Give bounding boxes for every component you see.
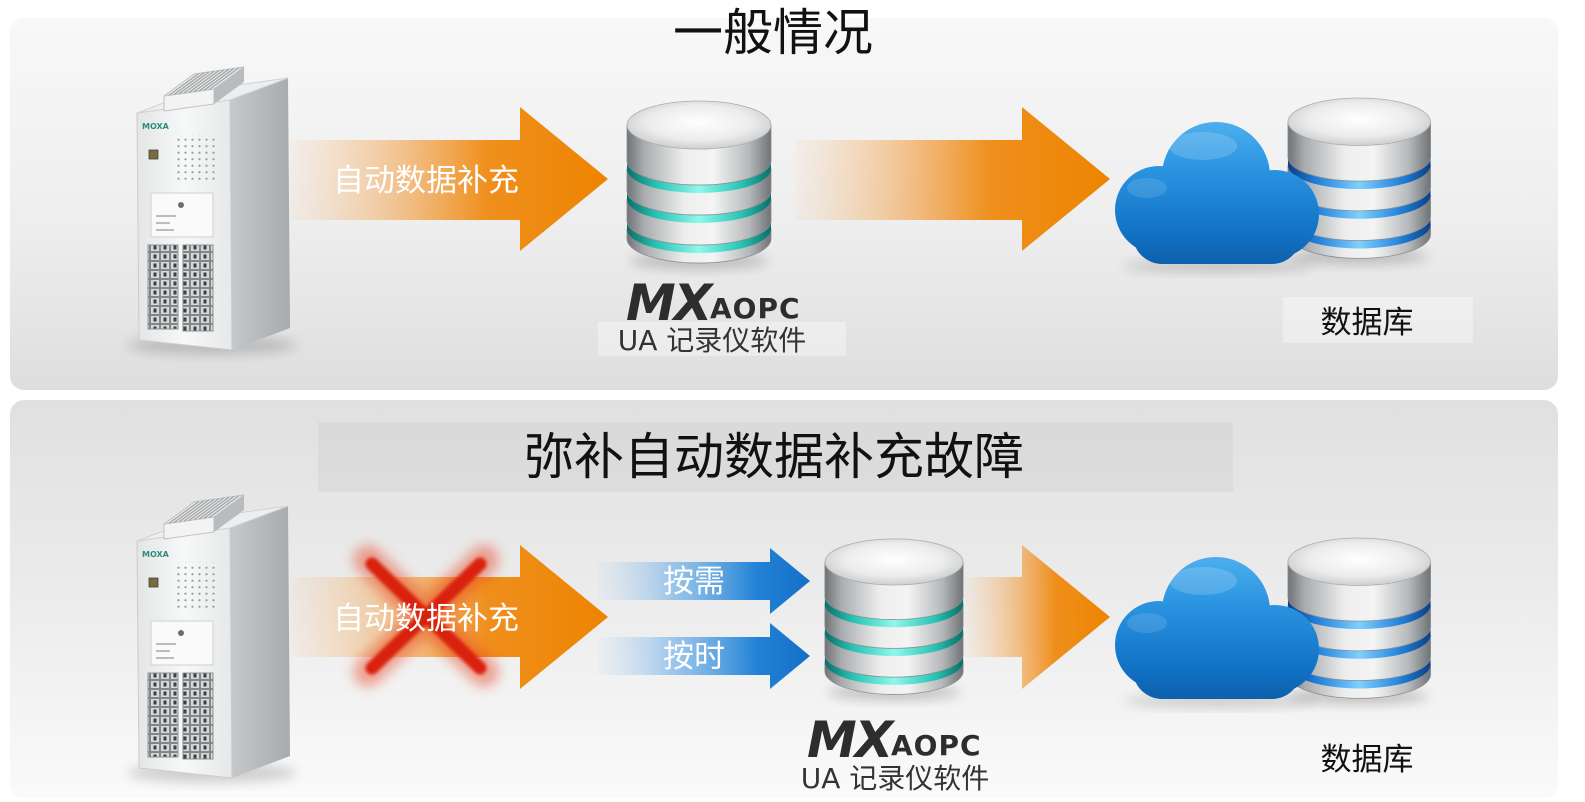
- auto-backfill-arrow: [290, 107, 608, 251]
- x-mark-icon: [353, 545, 499, 687]
- upload-arrow: [965, 545, 1110, 689]
- database-label: 数据库: [1321, 742, 1414, 778]
- logger-database-icon: [627, 101, 771, 269]
- auto-backfill-arrow-label: 自动数据补充: [333, 601, 519, 637]
- logger-logo-mx: MX: [626, 274, 715, 332]
- on-demand-arrow: [598, 548, 810, 614]
- scheduled-arrow-label: 按时: [663, 639, 725, 675]
- logger-logo-mx: MX: [807, 711, 896, 769]
- panel-title: 一般情况: [673, 4, 873, 62]
- caption-backdrop: [598, 322, 846, 356]
- logger-logo-aopc: AOPC: [891, 729, 982, 762]
- cloud-database-icon: [1288, 538, 1431, 704]
- caption-backdrop: [1283, 297, 1473, 343]
- io-device-icon: [127, 67, 297, 354]
- database-label: 数据库: [1321, 305, 1414, 341]
- logger-caption: UA 记录仪软件: [618, 324, 807, 357]
- normal-case-panel: 一般情况 MOXA 自动数据补充 MX AOPC UA 记录仪软件 数据库: [10, 4, 1558, 390]
- io-device-icon: [127, 495, 297, 782]
- scheduled-arrow: [598, 623, 810, 689]
- logger-logo-aopc: AOPC: [710, 292, 801, 325]
- logger-caption: UA 记录仪软件: [801, 762, 990, 795]
- auto-backfill-arrow-label: 自动数据补充: [333, 163, 519, 199]
- panel-background: [10, 18, 1558, 390]
- on-demand-arrow-label: 按需: [663, 564, 725, 600]
- device-brand: MOXA: [142, 550, 170, 559]
- logger-database-icon: [825, 539, 963, 700]
- panel-title: 弥补自动数据补充故障: [524, 428, 1024, 486]
- device-brand: MOXA: [142, 122, 170, 131]
- recovery-case-panel: 弥补自动数据补充故障 MOXA 自动数据补充 按需 按时 MX AOPC UA …: [10, 400, 1558, 798]
- upload-arrow: [795, 107, 1110, 251]
